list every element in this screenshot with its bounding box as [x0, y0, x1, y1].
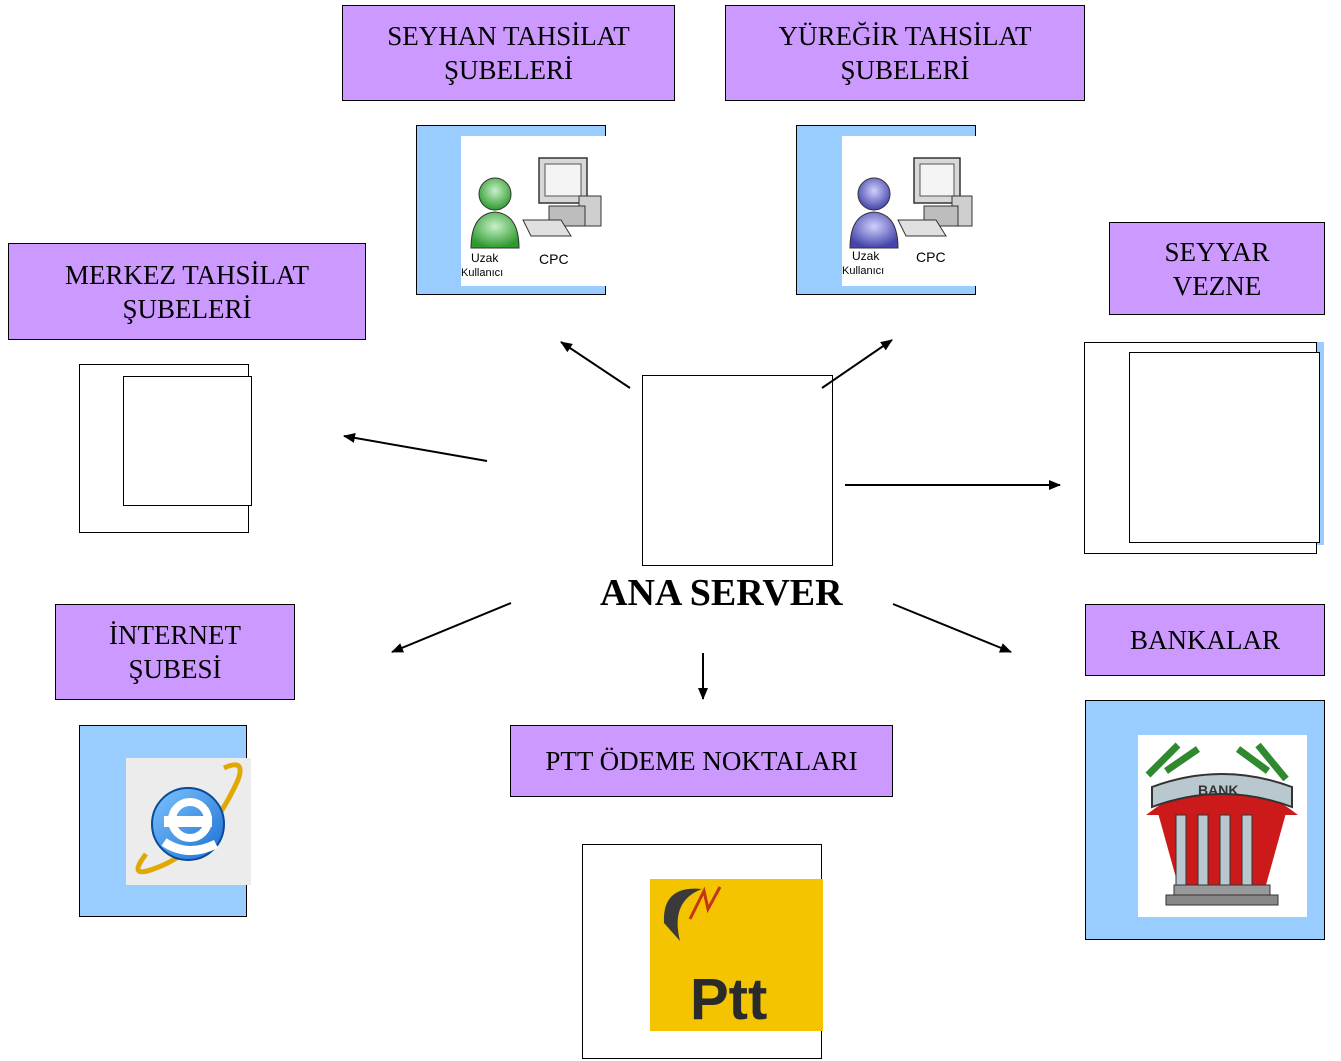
server-title: ANA SERVER: [600, 572, 843, 614]
arrow-to-bankalar: [892, 603, 1012, 653]
ptt-label: PTT ÖDEME NOKTALARI: [510, 725, 893, 797]
seyyar-frame-front: [1129, 352, 1320, 543]
arrow-to-internet: [391, 602, 512, 653]
remote-user-pc-icon: Uzak Kullanıcı CPC: [461, 157, 602, 279]
merkez-frame-front: [123, 376, 252, 506]
arrow-to-merkez: [343, 432, 488, 462]
arrow-to-yuregir: [821, 339, 893, 389]
yuregir-image: Uzak Kullanıcı CPC: [842, 136, 976, 286]
ptt-panel: Ptt: [582, 844, 823, 1059]
yuregir-label-line1: YÜREĞİR TAHSİLAT: [778, 21, 1032, 51]
ptt-label-line1: PTT ÖDEME NOKTALARI: [545, 746, 858, 776]
yuregir-label-line2: ŞUBELERİ: [840, 55, 970, 85]
arrow-to-seyhan: [560, 341, 631, 389]
internet-label-line2: ŞUBESİ: [128, 654, 222, 684]
bankalar-image: BANK: [1138, 735, 1307, 917]
yuregir-user-label2: Kullanıcı: [842, 265, 884, 277]
seyhan-image: Uzak Kullanıcı CPC: [461, 136, 606, 286]
internet-label: İNTERNET ŞUBESİ: [55, 604, 295, 700]
seyhan-pc-label: CPC: [539, 251, 569, 267]
bank-building-icon: BANK: [1145, 742, 1298, 906]
internet-panel: [79, 725, 251, 917]
internet-label-line1: İNTERNET: [109, 620, 241, 650]
yuregir-panel: Uzak Kullanıcı CPC: [796, 125, 976, 295]
seyyar-label-line2: VEZNE: [1172, 270, 1262, 301]
seyhan-label-line1: SEYHAN TAHSİLAT: [387, 21, 630, 51]
yuregir-user-label: Uzak: [852, 249, 880, 263]
remote-user-pc-icon: Uzak Kullanıcı CPC: [842, 157, 973, 277]
bank-sign-text: BANK: [1198, 782, 1238, 798]
seyyar-label: SEYYAR VEZNE: [1109, 222, 1325, 315]
ptt-logo-text: Ptt: [690, 967, 767, 1031]
ptt-logo-icon: Ptt: [663, 886, 767, 1032]
seyyar-label-line1: SEYYAR: [1164, 236, 1270, 267]
seyhan-label-line2: ŞUBELERİ: [443, 55, 573, 85]
server-box: [642, 375, 833, 566]
bankalar-label: BANKALAR: [1085, 604, 1325, 676]
merkez-label-line1: MERKEZ TAHSİLAT: [64, 259, 310, 290]
internet-image: [126, 758, 251, 885]
ptt-image: Ptt: [650, 879, 823, 1032]
seyhan-user-label: Uzak: [471, 251, 499, 265]
seyhan-label: SEYHAN TAHSİLAT ŞUBELERİ: [342, 5, 675, 101]
seyhan-user-label2: Kullanıcı: [461, 267, 503, 279]
bankalar-label-line1: BANKALAR: [1129, 625, 1280, 655]
seyyar-blue-edge: [1316, 342, 1324, 545]
yuregir-label: YÜREĞİR TAHSİLAT ŞUBELERİ: [725, 5, 1085, 101]
merkez-label: MERKEZ TAHSİLAT ŞUBELERİ: [8, 243, 366, 340]
yuregir-pc-label: CPC: [916, 249, 946, 265]
merkez-label-line2: ŞUBELERİ: [122, 293, 252, 324]
internet-explorer-icon: [135, 762, 243, 875]
seyhan-panel: Uzak Kullanıcı CPC: [416, 125, 606, 295]
bankalar-panel: BANK: [1085, 700, 1325, 940]
